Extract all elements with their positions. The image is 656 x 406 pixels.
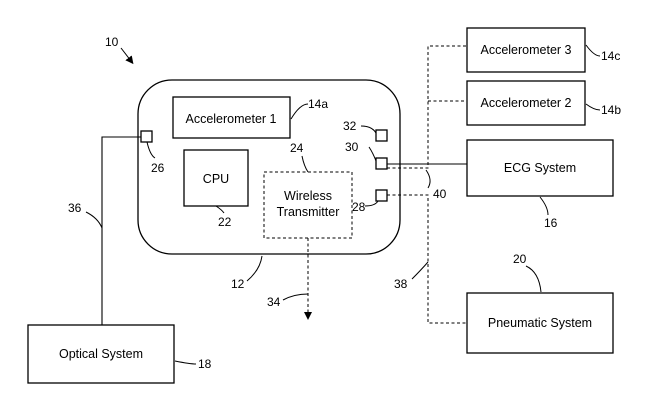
ref-36: 36 [68,201,82,215]
ref-26: 26 [151,161,165,175]
ref-14b: 14b [601,103,621,117]
port-32 [376,130,387,141]
leader-20 [526,266,541,292]
leader-14b [586,104,600,110]
leader-40 [426,170,430,188]
port-26 [141,131,152,142]
ref-16: 16 [544,216,558,230]
leader-38 [412,262,428,279]
wireless-transmitter-label-line1: Wireless [284,189,332,203]
cable-36 [102,137,141,325]
pneumatic-system-label: Pneumatic System [488,316,592,330]
leader-14c [586,45,600,56]
port-30 [376,158,387,169]
ref-40: 40 [433,187,447,201]
ref-34: 34 [267,295,281,309]
ref-24: 24 [290,141,304,155]
ref-14a: 14a [308,97,328,111]
ref-10: 10 [105,35,119,49]
leader-34 [283,294,308,300]
ref-20: 20 [513,252,527,266]
port-28 [376,190,387,201]
accelerometer-3-label: Accelerometer 3 [480,43,571,57]
leader-36 [86,212,102,228]
ref-32: 32 [343,119,357,133]
ecg-system-label: ECG System [504,161,576,175]
wireless-transmitter-label-line2: Transmitter [277,205,340,219]
ref-14c: 14c [601,49,620,63]
ref-30: 30 [345,140,359,154]
leader-12 [247,256,262,281]
accelerometer-2-label: Accelerometer 2 [480,96,571,110]
optical-system-label: Optical System [59,347,143,361]
ref-28: 28 [352,200,366,214]
leader-10 [121,48,131,61]
ref-18: 18 [198,357,212,371]
leader-16 [540,197,548,215]
ref-12: 12 [231,277,245,291]
cpu-label: CPU [203,172,229,186]
ref-38: 38 [394,277,408,291]
leader-18 [175,361,196,364]
ref-22: 22 [218,215,232,229]
accelerometer-1-label: Accelerometer 1 [185,112,276,126]
